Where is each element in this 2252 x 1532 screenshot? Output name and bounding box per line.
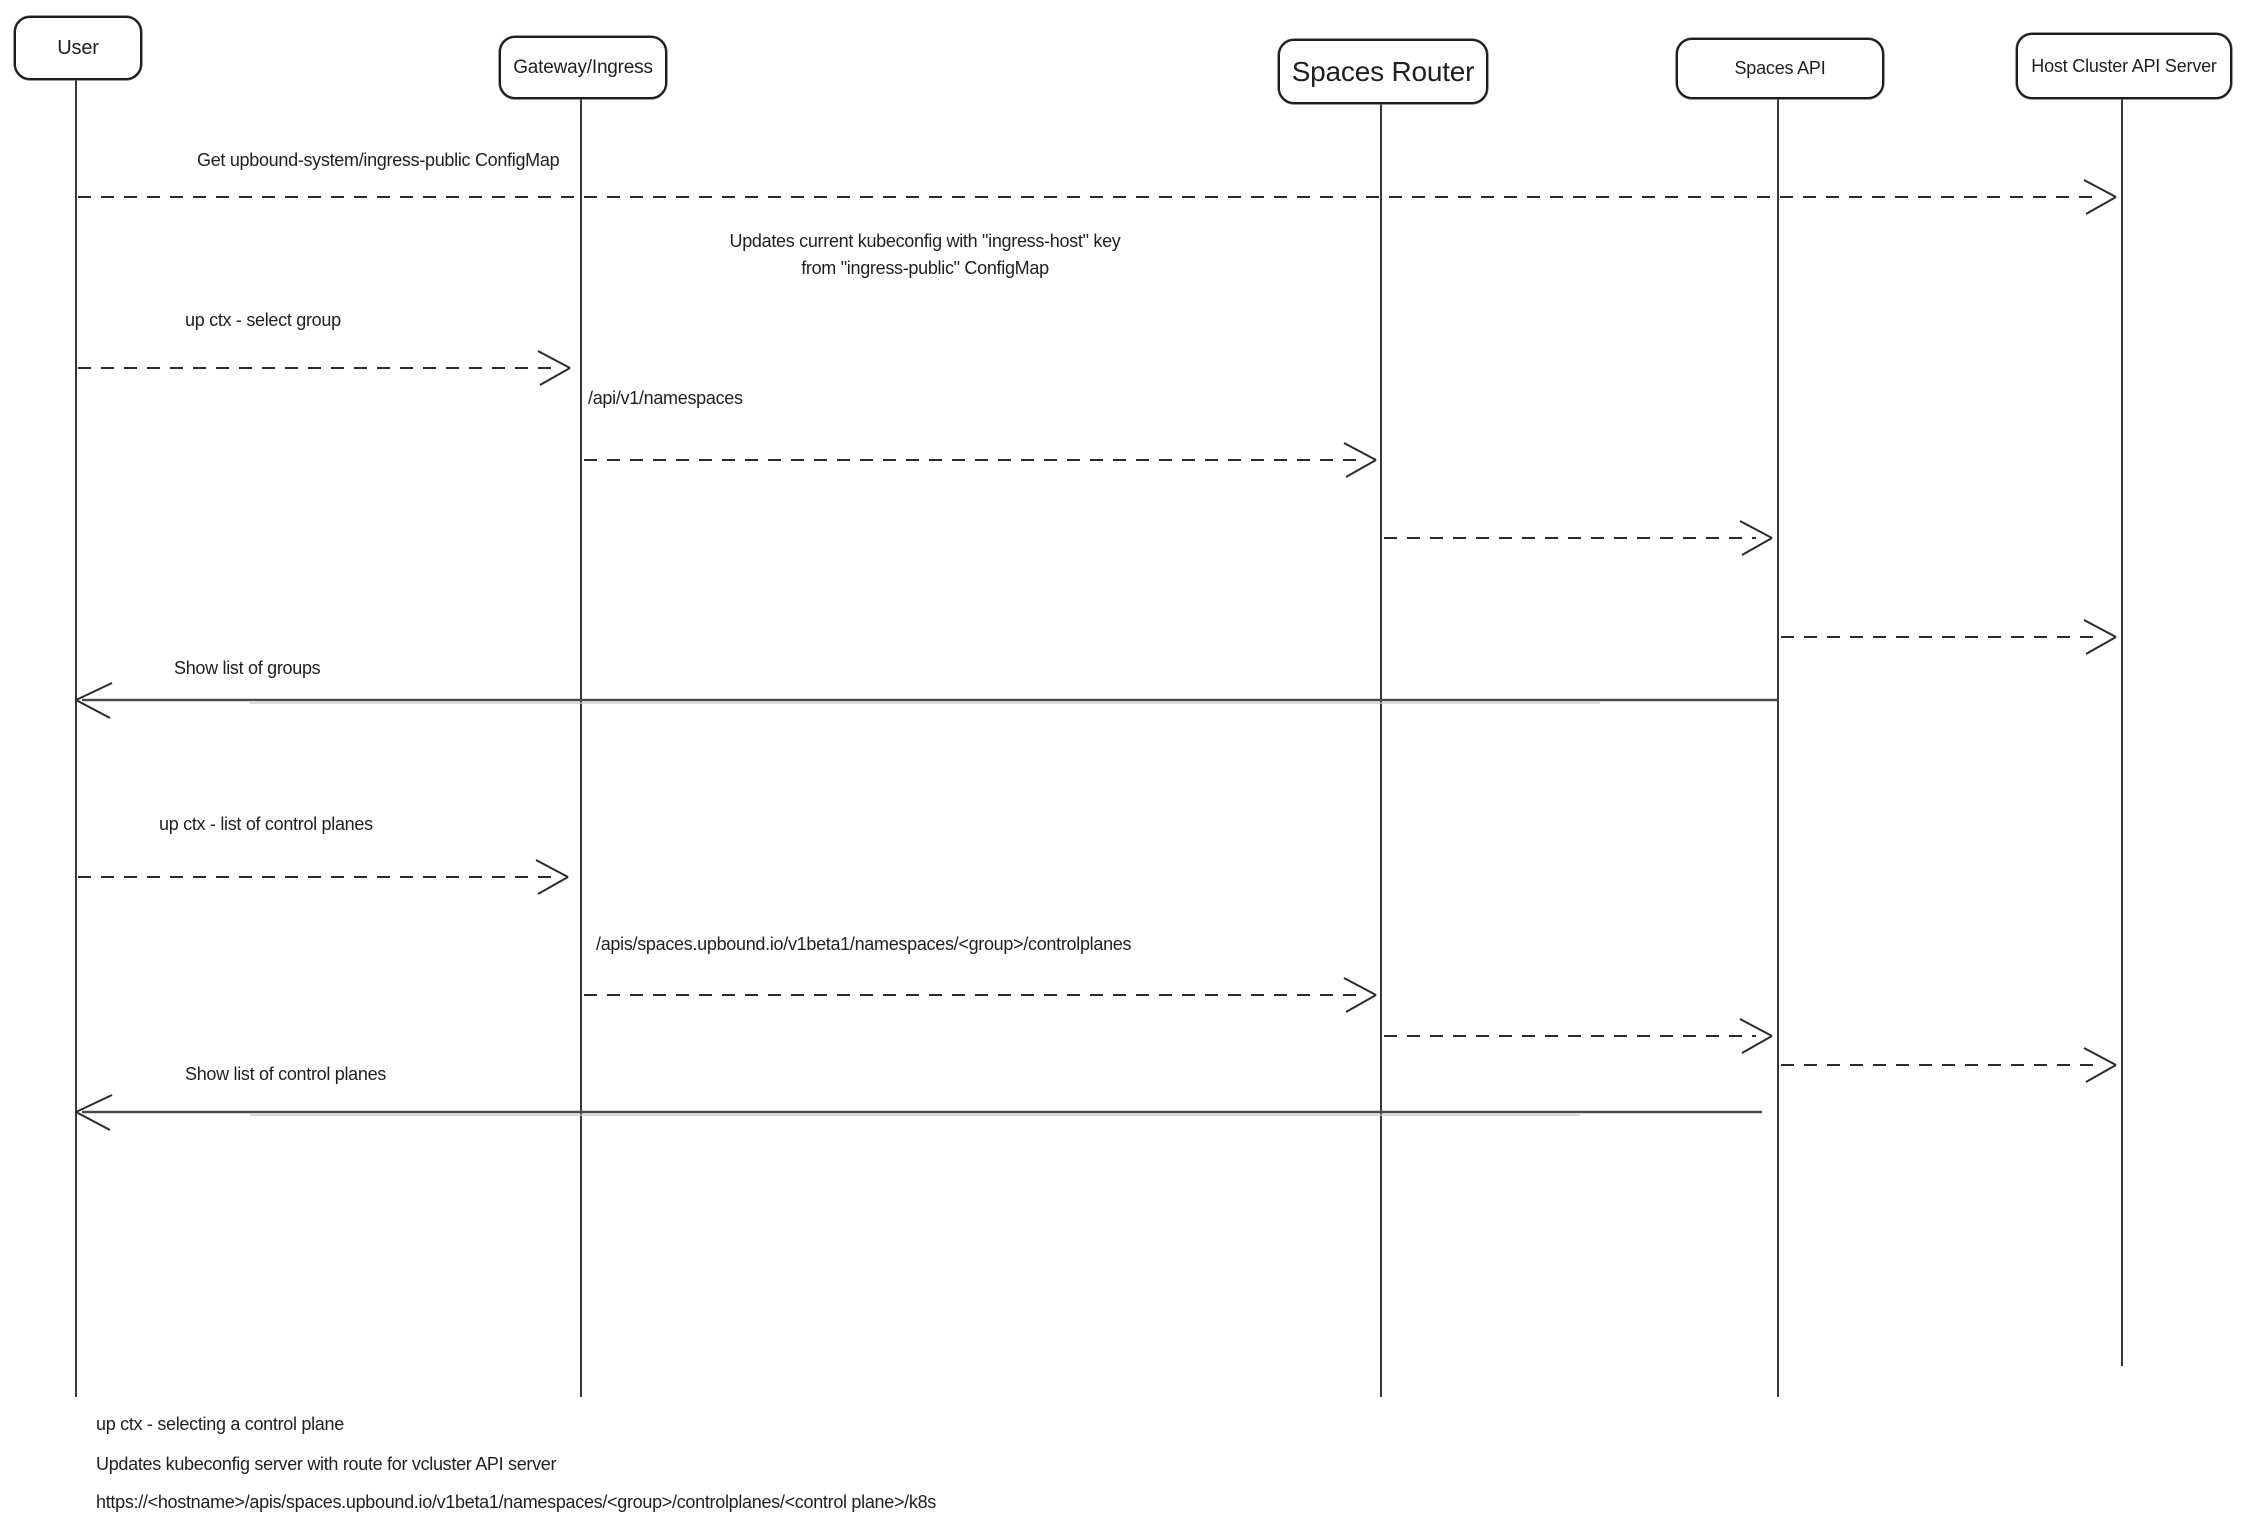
arrow-apis-spaces-controlplanes — [584, 977, 1377, 1013]
lifelines — [75, 76, 2123, 1397]
footer-note-vcluster-url: https://<hostname>/apis/spaces.upbound.i… — [96, 1492, 936, 1512]
message-label-up-ctx-list-control-planes: up ctx - list of control planes — [159, 814, 373, 834]
actor-gateway-ingress: Gateway/Ingress — [499, 36, 667, 99]
note-kubeconfig-update-line1: Updates current kubeconfig with "ingress… — [729, 231, 1121, 251]
footer-note-selecting-control-plane: up ctx - selecting a control plane — [96, 1414, 344, 1434]
arrow-api-to-host-1 — [1781, 619, 2117, 655]
arrow-up-ctx-list-control-planes — [78, 859, 569, 895]
dashed-arrows — [78, 179, 2117, 1083]
arrow-router-to-api-2 — [1384, 1018, 1773, 1054]
arrow-api-v1-namespaces — [584, 442, 1377, 478]
actor-host-cluster-api-server-label: Host Cluster API Server — [2031, 55, 2217, 76]
actor-spaces-api-label: Spaces API — [1734, 58, 1826, 78]
solid-return-arrows — [75, 682, 1778, 1131]
arrow-get-configmap — [78, 179, 2117, 215]
footer-note-updates-kubeconfig: Updates kubeconfig server with route for… — [96, 1454, 557, 1474]
note-kubeconfig-update-line2: from "ingress-public" ConfigMap — [801, 258, 1049, 278]
message-label-get-configmap: Get upbound-system/ingress-public Config… — [197, 150, 560, 170]
actor-spaces-router: Spaces Router — [1278, 39, 1488, 104]
message-label-show-list-of-control-planes: Show list of control planes — [185, 1064, 387, 1084]
arrow-up-ctx-select-group — [78, 350, 571, 386]
message-label-up-ctx-select-group: up ctx - select group — [185, 310, 341, 330]
note-kubeconfig-update: Updates current kubeconfig with "ingress… — [700, 228, 1150, 282]
arrow-show-list-of-groups — [75, 682, 1778, 719]
message-label-api-v1-namespaces: /api/v1/namespaces — [588, 388, 743, 408]
arrow-api-to-host-2 — [1781, 1047, 2117, 1083]
actor-user: User — [14, 16, 142, 80]
message-label-show-list-of-groups: Show list of groups — [174, 658, 321, 678]
actor-gateway-ingress-label: Gateway/Ingress — [513, 56, 653, 78]
actor-user-label: User — [57, 36, 99, 59]
actor-spaces-api: Spaces API — [1676, 38, 1884, 99]
actor-spaces-router-label: Spaces Router — [1291, 55, 1475, 87]
arrow-router-to-api-1 — [1384, 520, 1773, 556]
message-label-apis-spaces-controlplanes: /apis/spaces.upbound.io/v1beta1/namespac… — [596, 934, 1132, 954]
actor-host-cluster-api-server: Host Cluster API Server — [2016, 33, 2232, 99]
arrow-show-list-of-control-planes — [75, 1094, 1762, 1131]
